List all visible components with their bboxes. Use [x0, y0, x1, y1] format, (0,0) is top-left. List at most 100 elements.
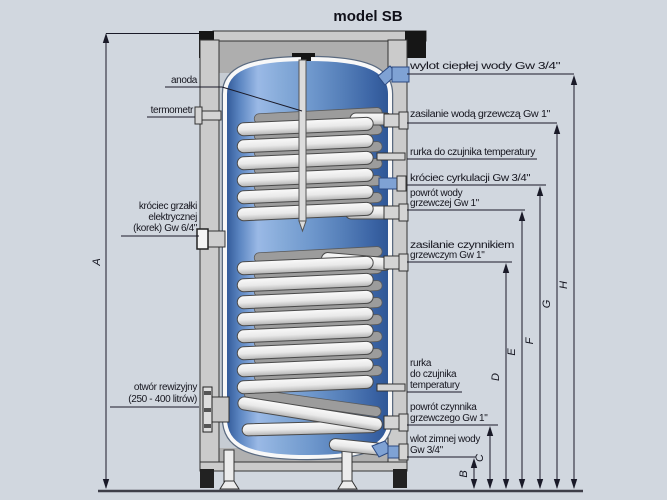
stub-pipe — [378, 177, 400, 190]
flange-pipe — [211, 396, 230, 423]
label-heating-water-supply: zasilanie wodą grzewczą Gw 1" — [407, 109, 557, 124]
coil-tube-front — [236, 272, 374, 293]
sensor-tube-lower-line2: do czujnika — [410, 369, 457, 380]
circulation-label: króciec cyrkulacji Gw 3/4" — [410, 173, 531, 184]
label-heating-water-return: powrót wody grzewczej Gw 1" — [407, 188, 525, 211]
heater-label-line3: (korek) Gw 6/4" — [133, 223, 198, 234]
heating-medium-supply-stub — [383, 253, 409, 272]
stub-collar — [398, 253, 409, 272]
dim-letter-h: H — [558, 281, 570, 289]
heater-boss — [196, 228, 226, 250]
coil-tube-front — [236, 289, 374, 310]
dim-line-g: G — [541, 124, 561, 489]
coil-tube-front-diagonal — [237, 396, 383, 432]
leg-foot — [219, 480, 240, 490]
cold-water-inlet-stub — [328, 438, 409, 461]
dim-letter-c: C — [474, 454, 486, 462]
heating-medium-return-stub — [383, 413, 409, 432]
stub-collar — [398, 111, 409, 130]
label-heater-boss: króciec grzałki elektrycznej (korek) Gw … — [121, 201, 199, 237]
cold-water-inlet-line2: Gw 3/4" — [410, 445, 444, 456]
stub-pipe — [383, 415, 402, 430]
dim-line-b: B — [458, 458, 478, 489]
stub-collar — [396, 175, 407, 192]
coil-tube-front — [236, 255, 374, 276]
stub-collar — [398, 203, 409, 222]
flange-bolt — [204, 391, 211, 395]
elbow-pipe — [391, 66, 410, 83]
coil-tube-front — [236, 374, 374, 395]
dim-line-a: A — [91, 33, 199, 489]
label-heating-medium-return: powrót czynnika grzewczego Gw 1" — [407, 402, 498, 426]
dim-letter-g: G — [541, 299, 553, 308]
stub-pipe — [383, 113, 402, 128]
anode-cap-stem — [301, 57, 311, 61]
stub-pipe — [383, 255, 402, 270]
page-title: model SB — [333, 8, 402, 25]
coil-tube-front — [236, 340, 374, 361]
casing-bottom-band — [199, 461, 408, 472]
heating-medium-supply-line2: grzewczym Gw 1" — [410, 250, 485, 261]
sensor-tube-upper-label: rurka do czujnika temperatury — [410, 147, 535, 158]
label-circulation: króciec cyrkulacji Gw 3/4" — [407, 173, 546, 186]
label-heating-medium-supply: zasilanie czynnikiem grzewczym Gw 1" — [407, 240, 514, 263]
label-sensor-tube-lower: rurka do czujnika temperatury — [407, 358, 462, 393]
dim-line-d: D — [490, 263, 510, 489]
hot-water-outlet-stub — [377, 65, 410, 86]
stub-pipe — [383, 205, 402, 220]
label-anode: anoda — [165, 75, 303, 112]
casing-corner-bl — [200, 469, 214, 488]
inspection-label-line2: (250 - 400 litrów) — [128, 394, 197, 405]
heating-water-return-stub — [383, 203, 409, 222]
stub-collar — [398, 443, 409, 461]
upper-coil — [236, 107, 393, 222]
fitting-flange — [194, 106, 203, 125]
heating-water-return-line2: grzewczej Gw 1" — [410, 198, 480, 209]
coil-tube-front — [236, 357, 374, 378]
label-inspection: otwór rewizyjny (250 - 400 litrów) — [110, 382, 199, 408]
dim-line-h: H — [558, 75, 578, 489]
boss-plug — [196, 228, 209, 250]
anode-tip — [298, 220, 307, 233]
boss-pipe — [207, 230, 226, 248]
anode-leader-line — [221, 86, 303, 112]
heating-medium-return-line1: powrót czynnika — [410, 402, 477, 413]
label-cold-water-inlet: wlot zimnej wody Gw 3/4" — [407, 434, 481, 458]
dim-letter-e: E — [506, 348, 518, 356]
dim-line-c: C — [474, 426, 494, 489]
dim-letter-a: A — [91, 258, 103, 266]
anode-label: anoda — [171, 75, 198, 86]
casing-corner-br — [393, 469, 407, 488]
dim-line-f: F — [524, 186, 544, 489]
hot-water-outlet-label: wylot ciepłej wody Gw 3/4" — [409, 61, 561, 72]
label-thermometer: termometr — [147, 105, 195, 118]
anode-rod — [292, 53, 315, 233]
circulation-stub — [378, 175, 407, 192]
dim-line-e: E — [506, 211, 526, 489]
heating-water-return-line1: powrót wody — [410, 188, 463, 199]
lower-coil — [236, 246, 392, 437]
inspection-flange — [202, 386, 230, 433]
flange-bolt — [204, 408, 211, 412]
sensor-tube-lower-stub — [376, 383, 406, 392]
sensor-tube-upper-stub — [376, 152, 406, 161]
coil-tube-front — [236, 323, 374, 344]
thermometer-label: termometr — [151, 105, 194, 116]
stub-collar — [398, 413, 409, 432]
dim-letter-d: D — [490, 373, 502, 381]
sensor-tube-lower-line3: temperatury — [410, 380, 460, 391]
heater-label-line2: elektrycznej — [148, 212, 197, 223]
heating-medium-supply-line1: zasilanie czynnikiem — [410, 240, 514, 251]
sensor-tube-lower-line1: rurka — [410, 358, 432, 369]
flange-bolt — [204, 424, 211, 428]
heater-label-line1: króciec grzałki — [139, 201, 197, 212]
label-hot-water-outlet: wylot ciepłej wody Gw 3/4" — [407, 61, 574, 75]
label-sensor-tube-upper: rurka do czujnika temperatury — [407, 147, 537, 160]
inspection-label-line1: otwór rewizyjny — [134, 382, 197, 393]
leg-foot — [337, 480, 358, 490]
anode-cap — [292, 53, 315, 57]
arrow-up — [102, 33, 110, 43]
dim-letter-f: F — [524, 336, 536, 344]
dim-letter-b: B — [458, 470, 470, 477]
